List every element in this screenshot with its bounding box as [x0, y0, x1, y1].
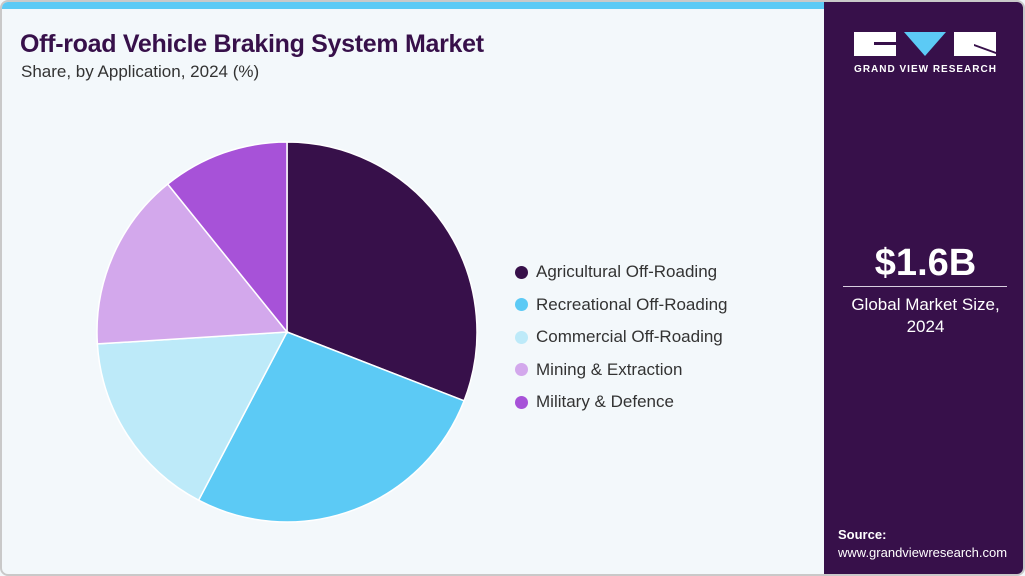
pie-chart: [96, 141, 478, 523]
legend-item-commercial: Commercial Off-Roading: [515, 321, 728, 354]
grand-view-research-logo-icon: [854, 32, 996, 56]
legend-label: Mining & Extraction: [536, 359, 683, 379]
legend-label: Military & Defence: [536, 392, 674, 412]
legend-item-recreational: Recreational Off-Roading: [515, 289, 728, 322]
pie-slice-agricultural-off-roading: [286, 141, 478, 402]
legend-dot-icon: [515, 395, 528, 409]
divider: [843, 286, 1007, 287]
legend-label: Agricultural Off-Roading: [536, 262, 718, 282]
logo-text: GRAND VIEW RESEARCH: [854, 64, 997, 75]
legend-dot-icon: [515, 330, 528, 344]
pie-slice-commercial-off-roading: [96, 331, 289, 502]
pie-slice-mining-extraction: [96, 183, 289, 345]
legend-label: Recreational Off-Roading: [536, 294, 728, 314]
legend-dot-icon: [515, 265, 528, 279]
market-value: $1.6B: [874, 242, 977, 284]
market-value-label: Global Market Size, 2024: [824, 294, 1023, 338]
market-label-line2: 2024: [906, 317, 945, 336]
legend-label: Commercial Off-Roading: [536, 327, 723, 347]
chart-title: Off-road Vehicle Braking System Market: [20, 30, 484, 58]
source-link[interactable]: www.grandviewresearch.com: [838, 545, 1008, 560]
legend-dot-icon: [515, 363, 528, 377]
side-panel: GRAND VIEW RESEARCH $1.6B Global Market …: [824, 2, 1023, 574]
accent-bar: [2, 2, 824, 9]
legend-item-military: Military & Defence: [515, 386, 728, 419]
legend-dot-icon: [515, 298, 528, 312]
market-label-line1: Global Market Size,: [851, 295, 1000, 314]
pie-slice-recreational-off-roading: [197, 331, 466, 523]
legend-item-mining: Mining & Extraction: [515, 354, 728, 387]
pie-slice-military-defence: [166, 141, 288, 335]
source-heading: Source:: [838, 527, 887, 542]
legend: Agricultural Off-Roading Recreational Of…: [515, 256, 728, 419]
chart-subtitle: Share, by Application, 2024 (%): [21, 62, 260, 81]
legend-item-agricultural: Agricultural Off-Roading: [515, 256, 728, 289]
